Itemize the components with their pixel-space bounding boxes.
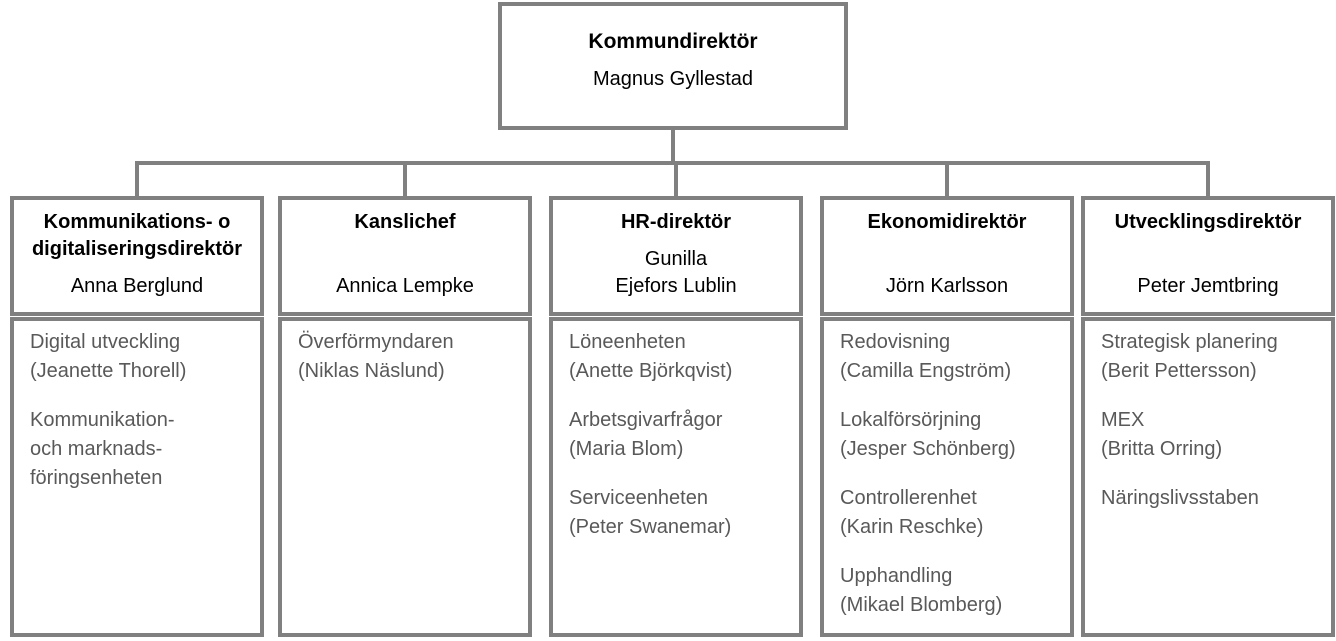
department-column: HR-direktör Gunilla Ejefors Lublin Lönee… (549, 196, 803, 637)
connector-rail (135, 161, 1210, 165)
department-column: Ekonomidirektör Jörn Karlsson Redovisnin… (820, 196, 1074, 637)
department-head-box: HR-direktör Gunilla Ejefors Lublin (549, 196, 803, 316)
department-head-box: Kanslichef Annica Lempke (278, 196, 532, 316)
department-column: Kanslichef Annica Lempke Överförmyndaren… (278, 196, 532, 637)
department-head-box: Utvecklingsdirektör Peter Jemtbring (1081, 196, 1335, 316)
unit-item: Digital utveckling (Jeanette Thorell) (30, 331, 187, 382)
department-title: HR-direktör (620, 211, 731, 233)
unit-list: Digital utveckling (Jeanette Thorell) Kom… (10, 317, 264, 637)
connector-stub (1206, 163, 1210, 196)
department-head-box: Ekonomidirektör Jörn Karlsson (820, 196, 1074, 316)
unit-item: Controllerenhet (Karin Reschke) (840, 487, 984, 538)
unit-item: Lokalförsörjning (Jesper Schönberg) (840, 409, 1016, 460)
department-column: Utvecklingsdirektör Peter Jemtbring Stra… (1081, 196, 1335, 637)
unit-item: Arbetsgivarfrågor (Maria Blom) (569, 409, 723, 460)
department-manager-name: Anna Berglund (70, 275, 204, 297)
department-head-box: Kommunikations- o digitaliseringsdirektö… (10, 196, 264, 316)
unit-item: Strategisk planering (Berit Pettersson) (1101, 331, 1278, 382)
connector-stub (135, 163, 139, 196)
connector-stub (945, 163, 949, 196)
department-manager-name: Peter Jemtbring (1137, 275, 1279, 297)
connector-root-drop (671, 128, 675, 165)
unit-list: Överförmyndaren (Niklas Näslund) (278, 317, 532, 637)
unit-item: MEX (Britta Orring) (1101, 409, 1223, 460)
unit-item: Löneenheten (Anette Björkqvist) (569, 331, 733, 382)
unit-item: Serviceenheten (Peter Swanemar) (569, 487, 732, 538)
unit-list: Redovisning (Camilla Engström) Lokalförsö… (820, 317, 1074, 637)
unit-list: Löneenheten (Anette Björkqvist) Arbetsgiv… (549, 317, 803, 637)
columns: Kommunikations- o digitaliseringsdirektö… (0, 196, 1336, 637)
root-manager-name: Magnus Gyllestad (592, 68, 754, 90)
department-title: Ekonomidirektör (867, 211, 1027, 233)
department-title: Kommunikations- o digitaliseringsdirektö… (31, 211, 243, 260)
root-box: Kommundirektör Magnus Gyllestad (498, 2, 848, 130)
root-title: Kommundirektör (588, 30, 758, 53)
unit-item: Upphandling (Mikael Blomberg) (840, 565, 1003, 616)
connector-stub (674, 163, 678, 196)
department-title: Kanslichef (354, 211, 456, 233)
unit-list: Strategisk planering (Berit Pettersson) M… (1081, 317, 1335, 637)
connector-stub (403, 163, 407, 196)
unit-item: Redovisning (Camilla Engström) (840, 331, 1012, 382)
department-title: Utvecklingsdirektör (1114, 211, 1302, 233)
unit-item: Kommunikation- och marknads- föringsenhe… (30, 409, 175, 489)
unit-item: Överförmyndaren (Niklas Näslund) (298, 331, 454, 382)
department-manager-name: Jörn Karlsson (885, 275, 1009, 297)
department-manager-name: Gunilla Ejefors Lublin (615, 248, 737, 297)
unit-item: Näringslivsstaben (1101, 487, 1259, 509)
department-column: Kommunikations- o digitaliseringsdirektö… (10, 196, 264, 637)
department-manager-name: Annica Lempke (336, 275, 474, 297)
